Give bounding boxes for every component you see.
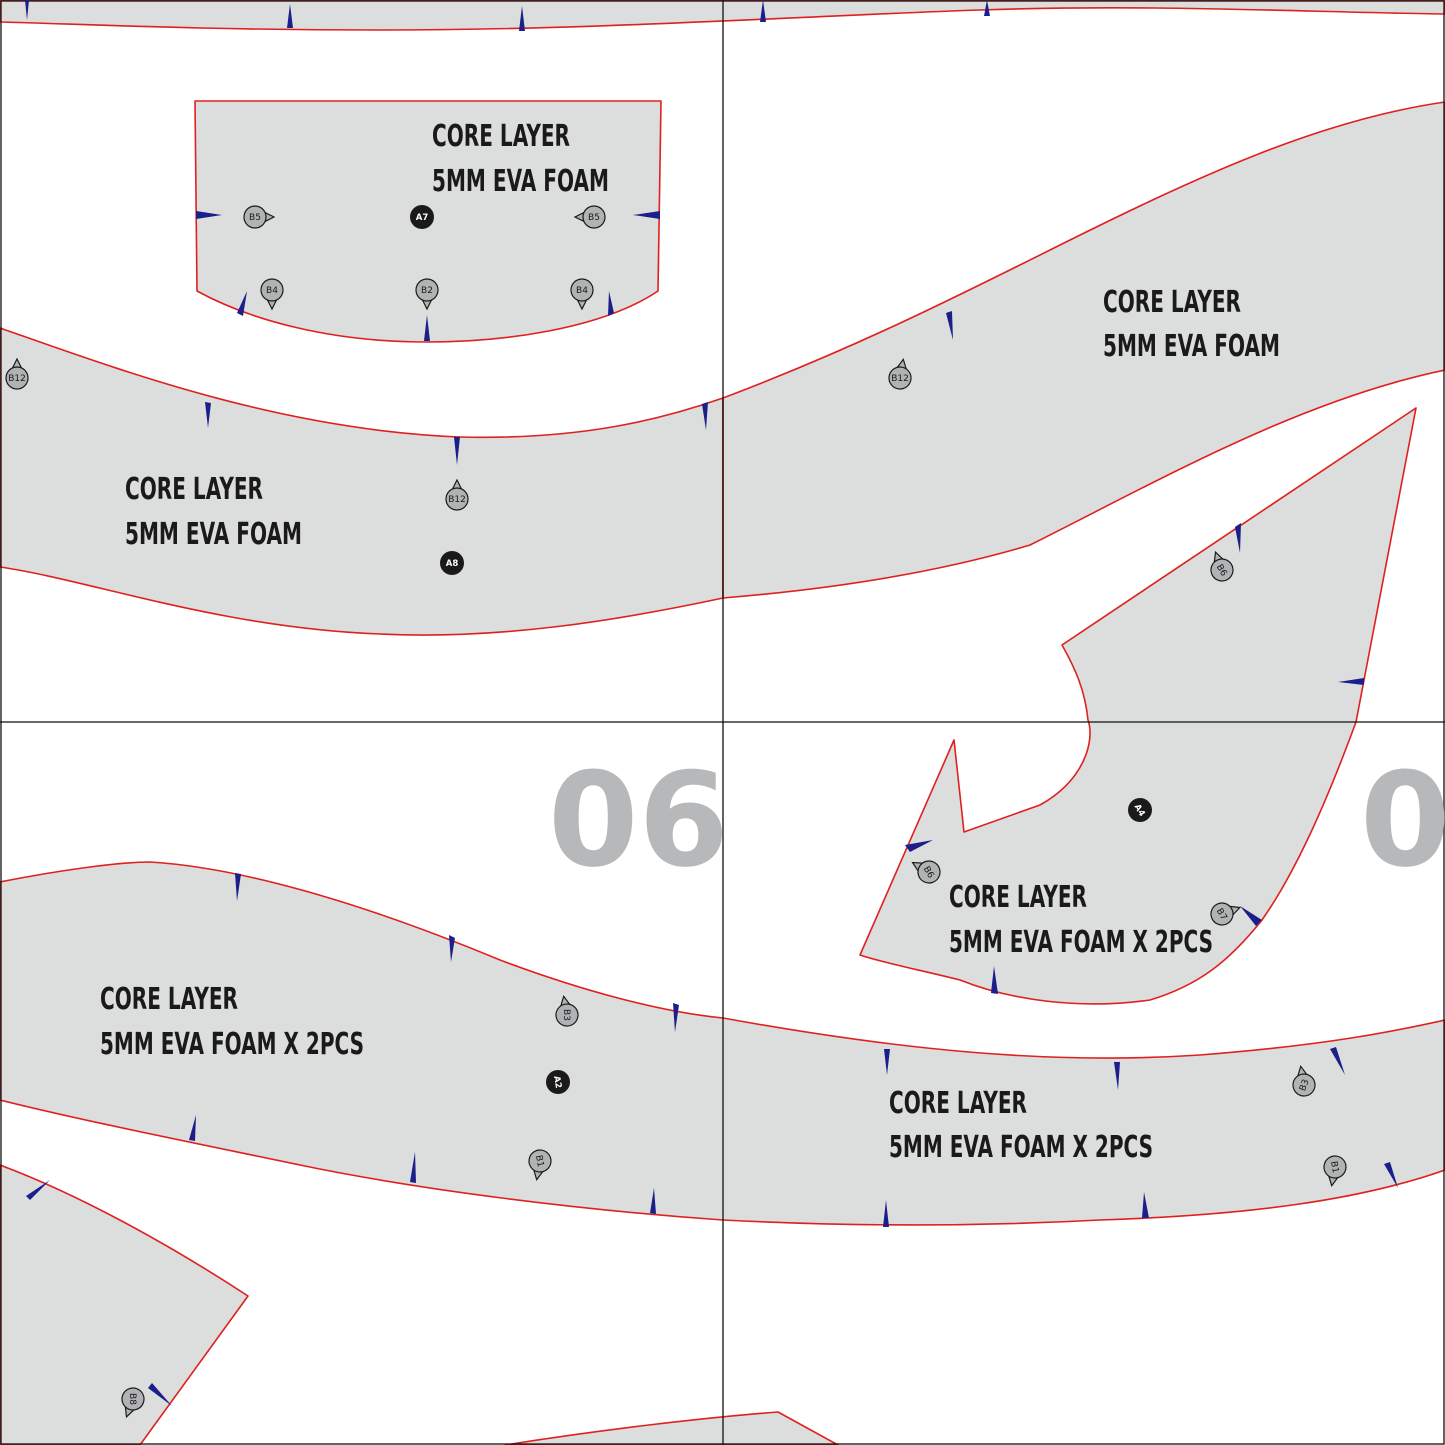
alignment-pin-marker: B1: [1323, 1155, 1347, 1188]
alignment-pin-marker: A8: [440, 551, 464, 575]
alignment-pin-marker: A2: [546, 1070, 570, 1094]
label-line-2: 5MM EVA FOAM X 2PCS: [949, 925, 1213, 960]
piece-hook: [859, 407, 1417, 1005]
notch-mark: [449, 935, 455, 962]
marker-label: A7: [416, 213, 429, 223]
notch-mark: [1142, 1192, 1149, 1218]
label-line-2: 5MM EVA FOAM: [125, 517, 302, 552]
notch-mark: [650, 1188, 656, 1214]
notch-mark: [410, 1152, 416, 1183]
label-line-2: 5MM EVA FOAM: [1103, 329, 1280, 364]
notch-mark: [633, 211, 660, 219]
marker-label: B8: [127, 1393, 137, 1405]
alignment-pin-marker: B5: [573, 205, 606, 229]
label-line-1: CORE LAYER: [949, 880, 1087, 915]
alignment-pin-marker: B8: [121, 1387, 145, 1419]
notch-marks: [25, 0, 1398, 1406]
alignment-pin-marker: B3: [1292, 1064, 1316, 1097]
notch-mark: [760, 0, 766, 22]
notch-mark: [287, 4, 293, 28]
piece-band-left: [0, 327, 724, 636]
notch-mark: [454, 437, 460, 465]
marker-label: B2: [421, 286, 433, 296]
notch-mark: [1330, 1047, 1345, 1075]
label-line-2: 5MM EVA FOAM X 2PCS: [889, 1130, 1153, 1165]
alignment-pin-marker: B12: [5, 357, 29, 390]
alignment-pin-marker: B3: [555, 994, 579, 1027]
alignment-pin-marker: B6: [911, 860, 941, 884]
marker-label: B1: [1328, 1160, 1340, 1173]
piece-label: CORE LAYER 5MM EVA FOAM X 2PCS: [949, 880, 1213, 960]
notch-mark: [25, 0, 29, 20]
marker-label: B3: [561, 1009, 571, 1021]
label-line-2: 5MM EVA FOAM: [432, 164, 609, 199]
notch-mark: [205, 402, 211, 428]
marker-label: B5: [588, 213, 600, 223]
notch-mark: [702, 402, 708, 430]
label-line-2: 5MM EVA FOAM X 2PCS: [100, 1027, 364, 1062]
label-line-1: CORE LAYER: [125, 472, 263, 507]
notch-mark: [946, 311, 953, 340]
notch-mark: [189, 1115, 196, 1141]
notch-mark: [1240, 906, 1262, 926]
notch-mark: [196, 211, 222, 219]
notch-mark: [608, 291, 614, 316]
notch-mark: [148, 1383, 172, 1406]
alignment-pin-marker: A7: [410, 205, 434, 229]
piece-label: CORE LAYER 5MM EVA FOAM: [432, 119, 609, 199]
notch-mark: [905, 840, 933, 852]
piece-label: CORE LAYER 5MM EVA FOAM X 2PCS: [889, 1086, 1153, 1165]
page-number-07: 07: [1360, 744, 1445, 896]
alignment-pin-marker: A4: [1128, 798, 1152, 822]
alignment-pin-marker: B2: [415, 278, 439, 311]
notch-mark: [1235, 523, 1241, 553]
notch-mark: [26, 1180, 50, 1200]
notch-mark: [1114, 1062, 1120, 1090]
notch-mark: [519, 6, 525, 31]
notch-mark: [237, 291, 247, 316]
notch-mark: [235, 873, 241, 901]
piece-label: CORE LAYER 5MM EVA FOAM X 2PCS: [100, 982, 364, 1062]
label-line-1: CORE LAYER: [1103, 285, 1241, 320]
notch-mark: [424, 315, 430, 341]
marker-label: B1: [533, 1154, 545, 1167]
marker-label: B3: [1298, 1078, 1311, 1093]
piece-bottom-center: [504, 1411, 839, 1445]
marker-label: B4: [576, 286, 588, 296]
marker-label: B12: [448, 495, 466, 505]
piece-label: CORE LAYER 5MM EVA FOAM: [125, 472, 302, 552]
alignment-pin-marker: B6: [1210, 550, 1234, 582]
notch-mark: [1384, 1162, 1398, 1188]
marker-label: B5: [249, 213, 261, 223]
label-line-1: CORE LAYER: [889, 1086, 1027, 1121]
alignment-pin-marker: B5: [243, 205, 276, 229]
piece-band-right: [722, 101, 1445, 599]
notch-mark: [1338, 678, 1364, 685]
alignment-pin-marker: B1: [528, 1149, 552, 1182]
label-line-1: CORE LAYER: [432, 119, 570, 154]
alignment-pin-marker: B4: [570, 278, 594, 311]
notch-mark: [883, 1200, 889, 1227]
page-number-06: 06: [548, 744, 729, 896]
notch-mark: [984, 0, 990, 16]
piece-bottom-left: [0, 1164, 249, 1445]
alignment-pin-marker: B12: [888, 357, 912, 390]
alignment-pin-marker: B12: [445, 478, 469, 511]
label-line-1: CORE LAYER: [100, 982, 238, 1017]
marker-label: B12: [8, 374, 26, 384]
alignment-pin-marker: B4: [260, 278, 284, 311]
alignment-pin-marker: B7: [1210, 902, 1242, 926]
marker-label: B4: [266, 286, 278, 296]
notch-mark: [673, 1003, 679, 1032]
notch-mark: [884, 1049, 890, 1075]
marker-label: A8: [446, 559, 459, 569]
marker-label: A2: [551, 1075, 563, 1089]
piece-label: CORE LAYER 5MM EVA FOAM: [1103, 285, 1280, 364]
notch-mark: [991, 966, 998, 994]
marker-label: B12: [891, 374, 909, 384]
